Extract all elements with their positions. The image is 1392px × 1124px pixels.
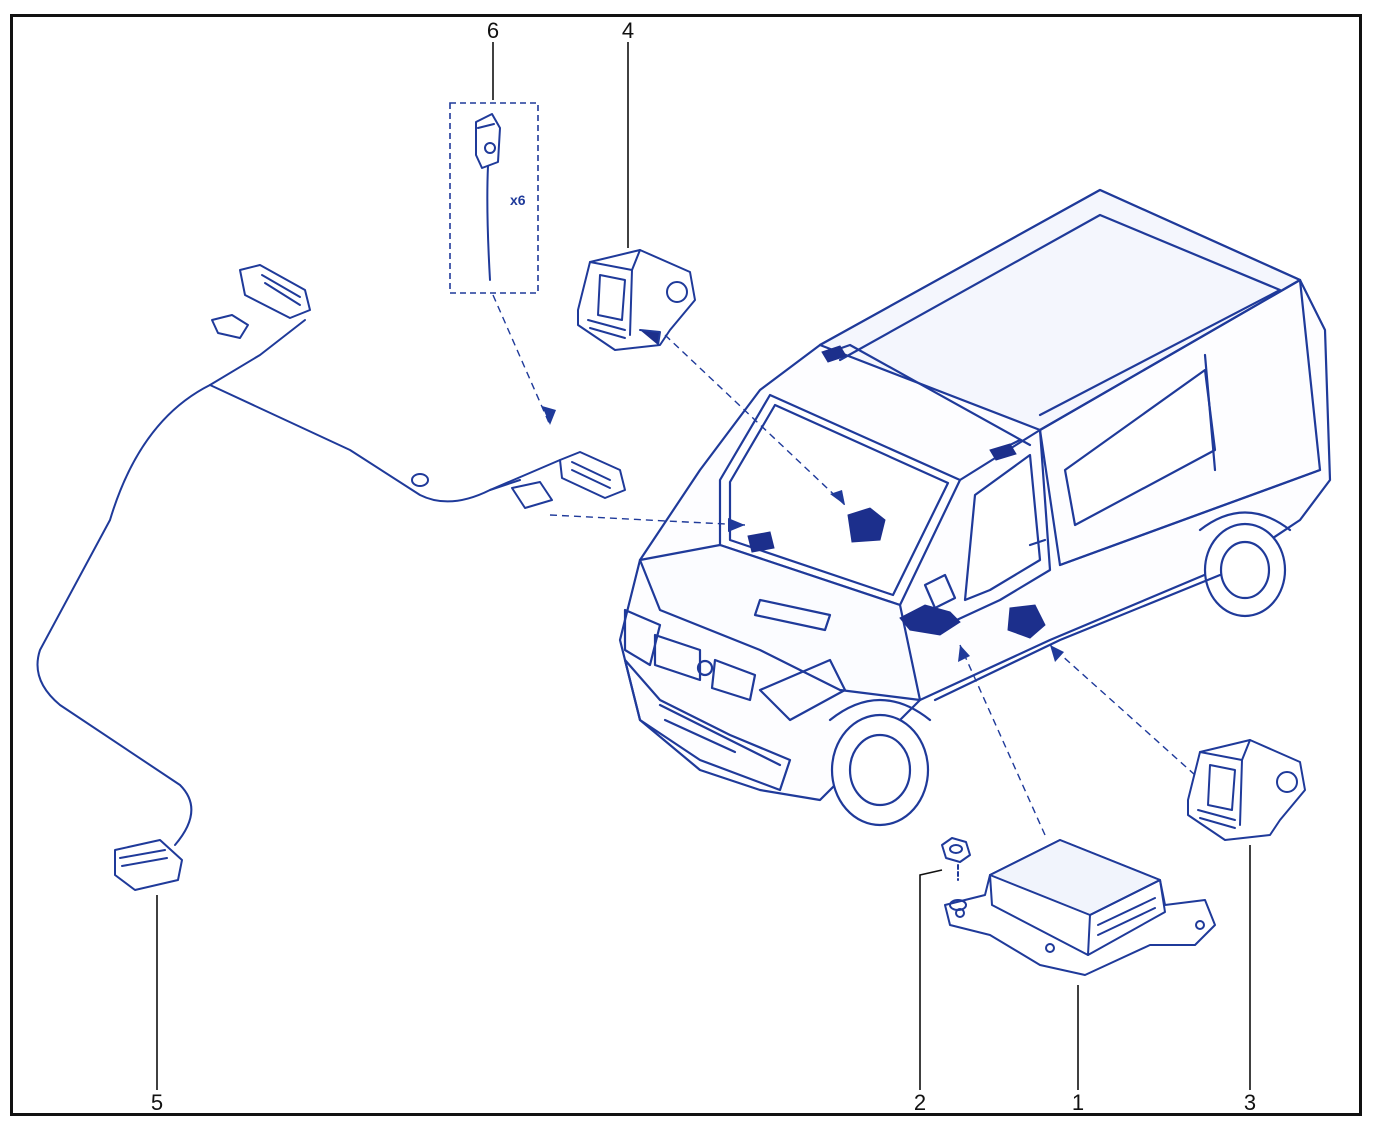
assembly-guides xyxy=(492,294,1196,836)
callout-5: 5 xyxy=(151,1090,163,1115)
part-5-harness xyxy=(36,264,626,891)
part-2-nut xyxy=(941,837,971,911)
guide-arrowheads xyxy=(542,406,1064,662)
installed-modules xyxy=(747,345,1046,639)
van-illustration xyxy=(618,188,1332,827)
callout-3: 3 xyxy=(1244,1090,1256,1115)
part-1-control-unit xyxy=(944,839,1216,976)
callout-1: 1 xyxy=(1072,1090,1084,1115)
part-6-inset: x6 xyxy=(449,102,539,294)
leader-lines xyxy=(156,42,1251,1090)
quantity-label: x6 xyxy=(510,192,526,208)
part-3-sensor xyxy=(1187,739,1306,841)
callout-2: 2 xyxy=(914,1090,926,1115)
callout-6: 6 xyxy=(487,18,499,43)
part-4-sensor xyxy=(577,249,696,351)
callout-4: 4 xyxy=(622,18,634,43)
